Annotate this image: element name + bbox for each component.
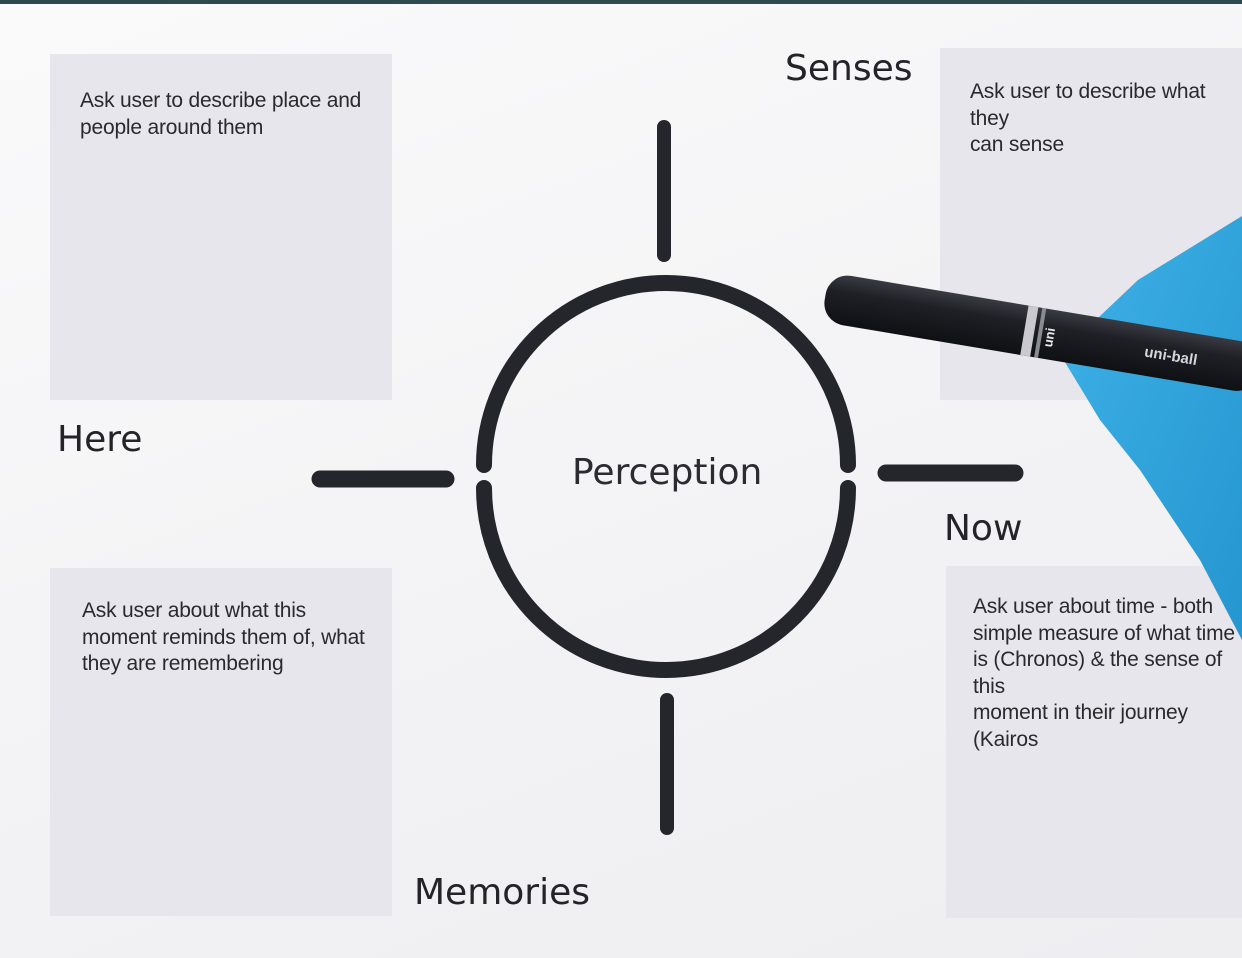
center-label-perception: Perception (572, 452, 763, 493)
circle-upper-arc (476, 275, 856, 473)
label-senses: Senses (785, 48, 913, 89)
table-edge (0, 0, 1242, 4)
note-text-top-left: Ask user to describe place and people ar… (80, 89, 362, 139)
note-text-top-right: Ask user to describe what they can sense (970, 80, 1206, 156)
label-memories: Memories (414, 872, 591, 913)
pen-cap-brand: uni (1040, 327, 1058, 349)
note-box-bottom-left (50, 568, 392, 916)
note-box-top-left (50, 54, 392, 400)
pen-cap-band (1020, 305, 1039, 357)
note-text-bottom-right: Ask user about time - both simple measur… (973, 595, 1235, 751)
label-here: Here (57, 419, 143, 460)
note-box-bottom-right (946, 566, 1242, 918)
label-now: Now (944, 508, 1023, 549)
note-text-bottom-left: Ask user about what this moment reminds … (82, 599, 365, 675)
circle-lower-arc (476, 480, 856, 678)
